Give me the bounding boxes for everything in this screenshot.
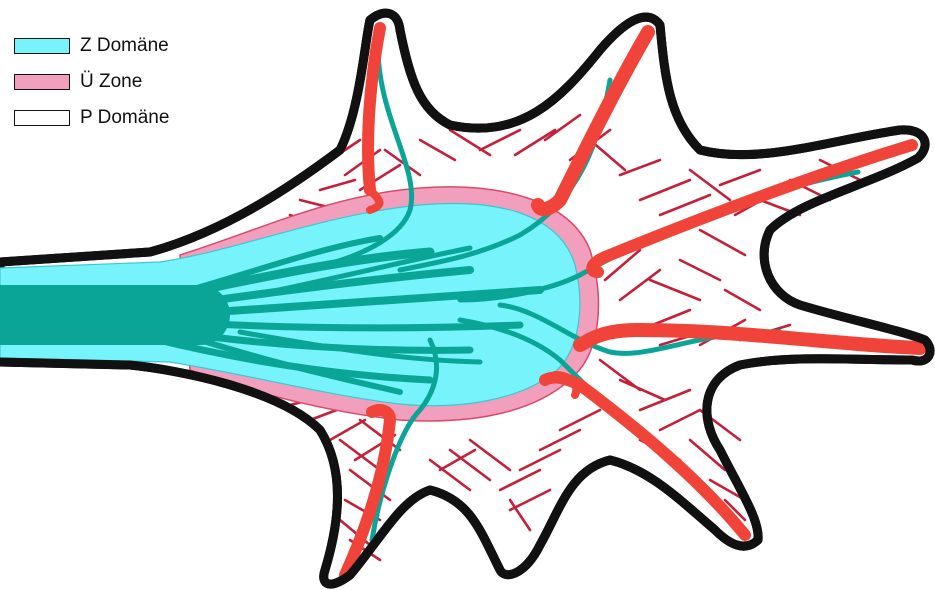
legend-label-p-domane: P Domäne [80, 107, 169, 129]
legend-label-z-domane: Z Domäne [80, 35, 169, 57]
legend-swatch-u-zone [14, 74, 70, 90]
legend-label-u-zone: Ü Zone [80, 71, 142, 93]
legend-swatch-p-domane [14, 110, 70, 126]
legend: Z Domäne Ü Zone P Domäne [14, 28, 169, 136]
legend-item-p-domane: P Domäne [14, 100, 169, 136]
legend-swatch-z-domane [14, 38, 70, 54]
legend-item-z-domane: Z Domäne [14, 28, 169, 64]
legend-item-u-zone: Ü Zone [14, 64, 169, 100]
